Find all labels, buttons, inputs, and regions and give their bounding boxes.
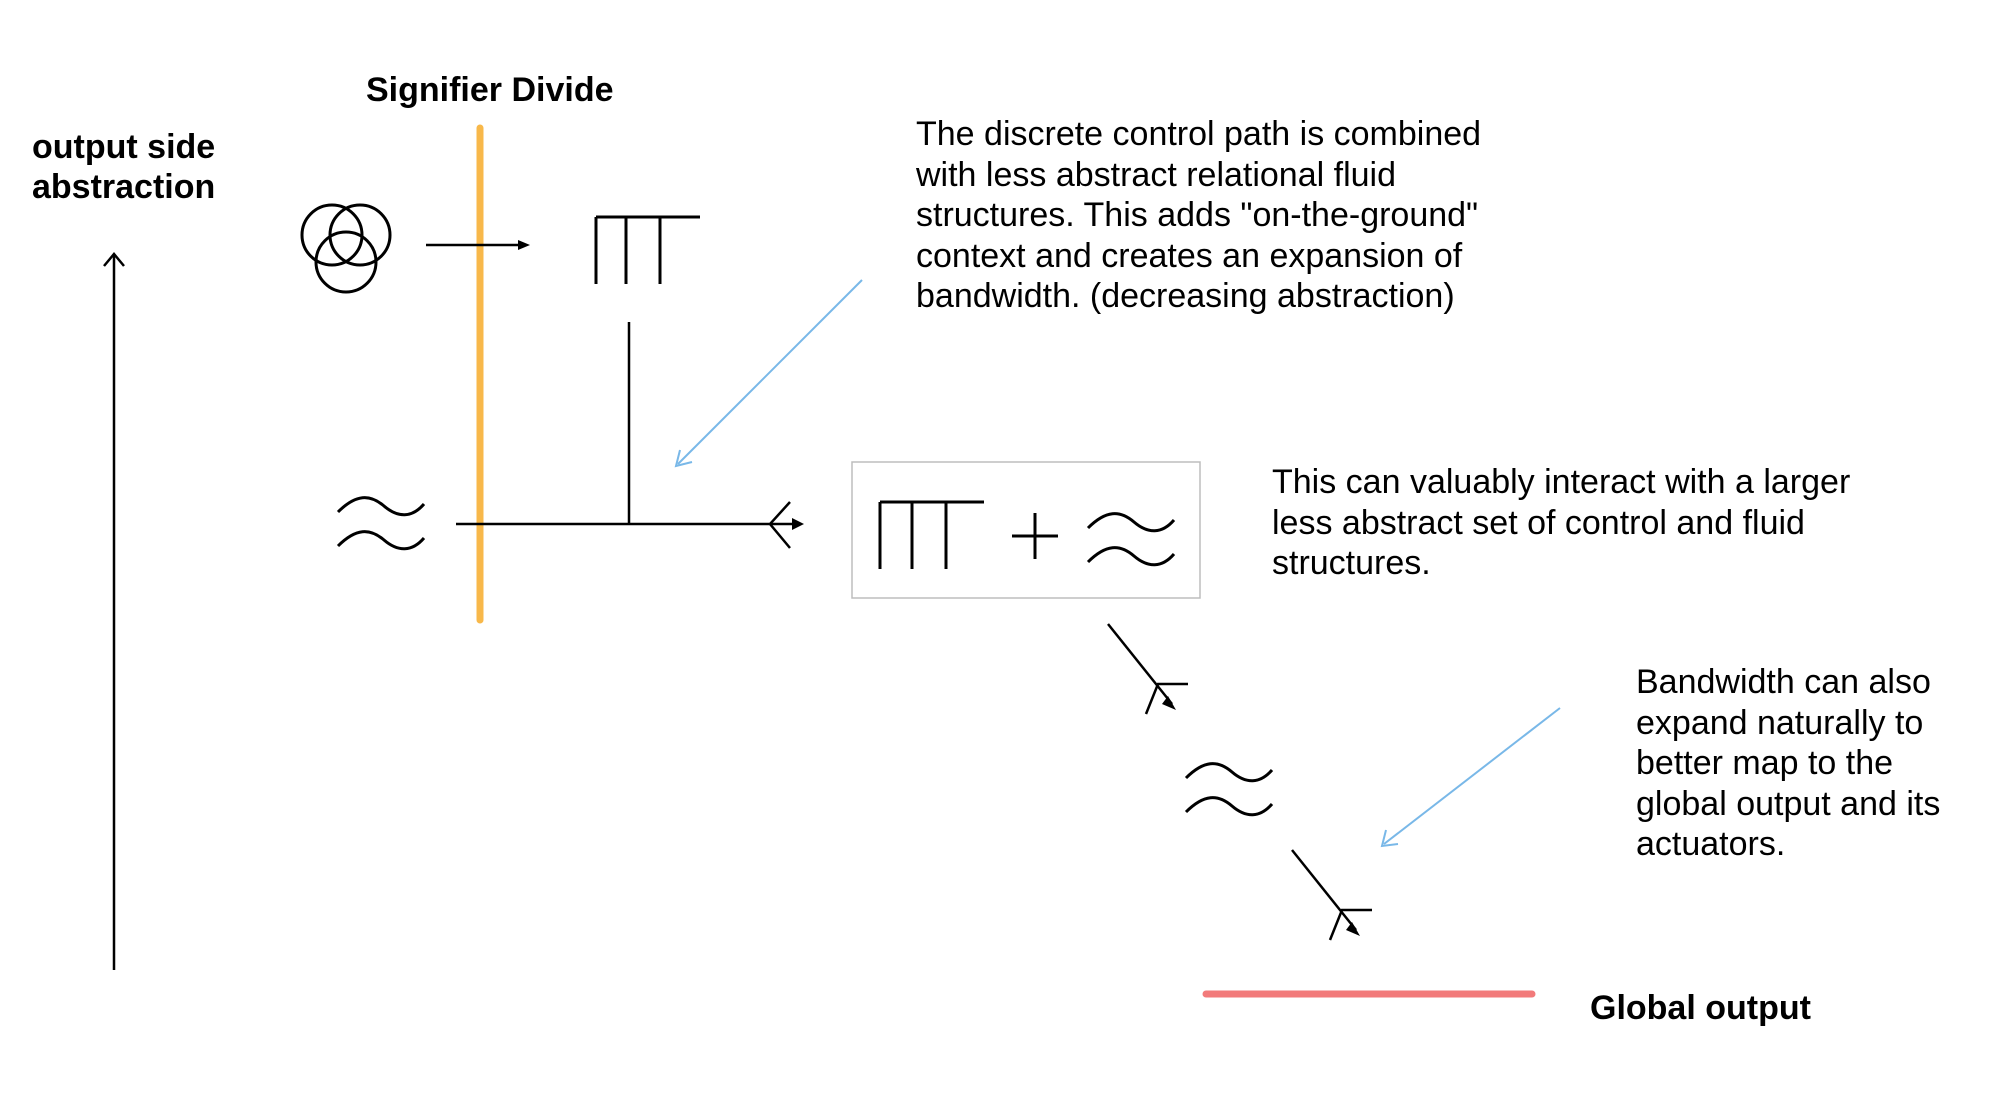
venn-to-fence-arrow bbox=[426, 240, 530, 250]
diagonal-arrow-2 bbox=[1291, 849, 1372, 941]
diagonal-arrow-1 bbox=[1107, 623, 1188, 715]
signifier-divide-label: Signifier Divide bbox=[366, 71, 614, 109]
venn-circles-icon bbox=[300, 203, 392, 294]
axis-title-line-2: abstraction bbox=[32, 168, 216, 206]
annotation-control-path: The discrete control path is combined wi… bbox=[916, 115, 1482, 315]
abstraction-axis-arrow bbox=[103, 252, 125, 970]
axis-title-line-1: output side bbox=[32, 128, 216, 166]
wave-icon bbox=[336, 496, 426, 551]
plus-icon bbox=[1012, 513, 1058, 559]
pointer-arrow-bandwidth bbox=[1380, 707, 1561, 848]
axis-title: output side abstraction bbox=[32, 127, 215, 207]
annotation-bandwidth: Bandwidth can also expand naturally to b… bbox=[1636, 663, 1941, 863]
fence-icon bbox=[594, 215, 700, 284]
fence-icon bbox=[878, 500, 984, 569]
pointer-arrow-control-path bbox=[674, 279, 863, 468]
combined-structure-box bbox=[851, 461, 1201, 599]
annotation-interaction: This can valuably interact with a larger… bbox=[1272, 463, 1851, 582]
combine-arrow bbox=[456, 501, 804, 549]
global-output-label: Global output bbox=[1590, 989, 1811, 1027]
wave-icon bbox=[1086, 512, 1176, 567]
wave-icon bbox=[1184, 762, 1274, 817]
